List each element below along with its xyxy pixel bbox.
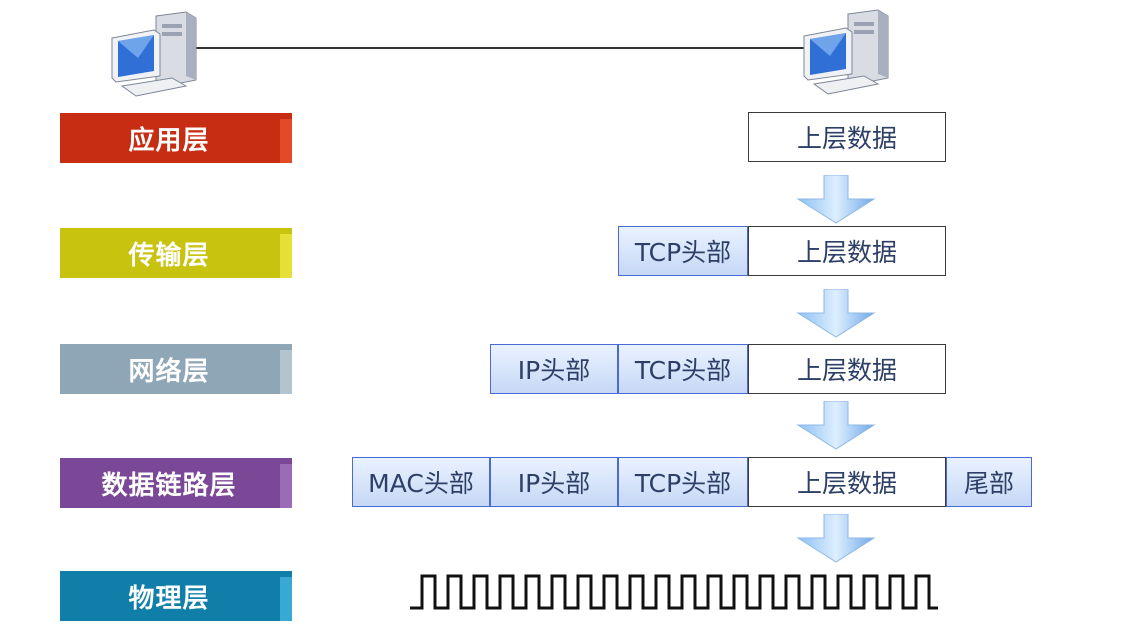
upper-data-cell: 上层数据 — [748, 112, 946, 162]
tcp-header-cell: TCP头部 — [618, 344, 748, 394]
cell-label: 上层数据 — [796, 238, 897, 267]
layer-network: 网络层 — [60, 344, 292, 394]
layer-label: 物理层 — [128, 583, 210, 614]
cell-label: 上层数据 — [796, 356, 897, 385]
upper-data-cell: 上层数据 — [748, 457, 946, 507]
network-link-line — [190, 47, 815, 49]
tcp-header-cell: TCP头部 — [618, 226, 748, 276]
upper-data-cell: 上层数据 — [748, 344, 946, 394]
square-wave-icon — [410, 574, 938, 610]
ip-header-cell: IP头部 — [490, 457, 618, 507]
cell-label: TCP头部 — [634, 238, 732, 267]
trailer-cell: 尾部 — [946, 457, 1032, 507]
ip-header-cell: IP头部 — [490, 344, 618, 394]
layer-side — [280, 234, 292, 278]
tcp-header-cell: TCP头部 — [618, 457, 748, 507]
layer-face — [60, 113, 292, 163]
layer-face — [60, 228, 292, 278]
computer-icon — [800, 8, 896, 98]
mac-header-cell: MAC头部 — [352, 457, 490, 507]
layer-physical: 物理层 — [60, 571, 292, 621]
layer-side — [280, 577, 292, 621]
layer-label: 传输层 — [128, 240, 210, 271]
cell-label: IP头部 — [517, 356, 591, 385]
layer-label: 数据链路层 — [101, 470, 237, 501]
cell-label: IP头部 — [517, 469, 591, 498]
computer-icon — [108, 10, 204, 100]
layer-side — [280, 119, 292, 163]
down-arrow-icon — [796, 514, 876, 563]
layer-face — [60, 571, 292, 621]
layer-label: 网络层 — [128, 356, 210, 387]
upper-data-cell: 上层数据 — [748, 226, 946, 276]
layer-label: 应用层 — [128, 125, 210, 156]
layer-data-link: 数据链路层 — [60, 458, 292, 508]
cell-label: 尾部 — [963, 469, 1014, 498]
down-arrow-icon — [796, 401, 876, 450]
layer-side — [280, 350, 292, 394]
layer-face — [60, 344, 292, 394]
down-arrow-icon — [796, 289, 876, 338]
down-arrow-icon — [796, 175, 876, 224]
cell-label: TCP头部 — [634, 469, 732, 498]
cell-label: 上层数据 — [796, 124, 897, 153]
cell-label: 上层数据 — [796, 469, 897, 498]
layer-transport: 传输层 — [60, 228, 292, 278]
signal-waveform — [410, 574, 938, 610]
cell-label: MAC头部 — [368, 469, 474, 498]
layer-side — [280, 464, 292, 508]
layer-application: 应用层 — [60, 113, 292, 163]
layer-face — [60, 458, 292, 508]
cell-label: TCP头部 — [634, 356, 732, 385]
